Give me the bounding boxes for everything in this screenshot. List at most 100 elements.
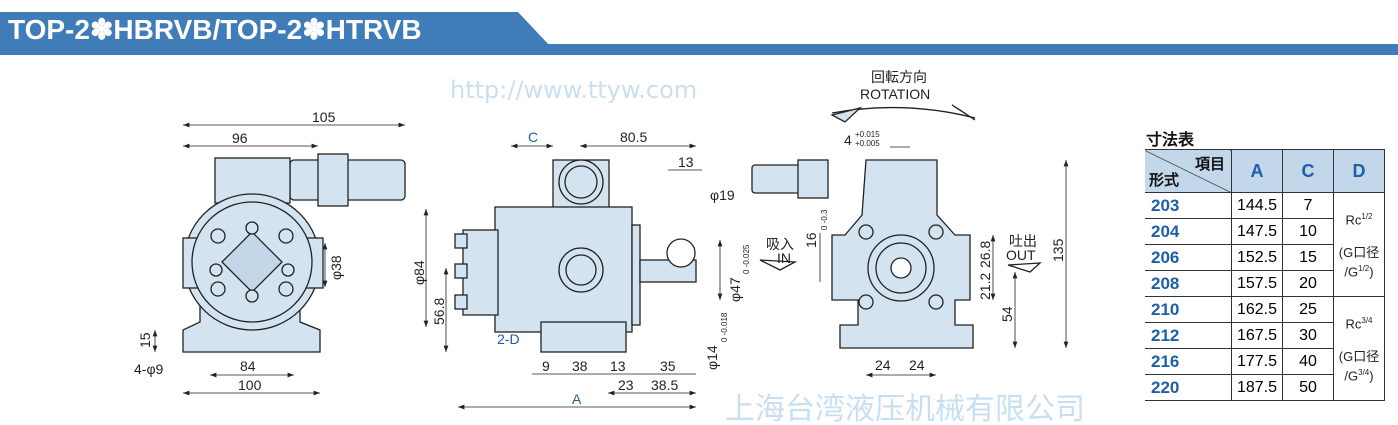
model-cell: 212 [1145, 322, 1232, 349]
d-g: /G [1344, 367, 1359, 383]
c-cell: 50 [1282, 374, 1334, 401]
d-g-note: (G口径 [1338, 244, 1380, 260]
title-banner [0, 12, 550, 46]
dim-26-8: 26.8 [977, 241, 993, 268]
table-row: 210 162.5 25 Rc3/4 (G口径 /G3/4) [1145, 296, 1385, 401]
dim-dia14: φ14 [704, 345, 720, 370]
dim-13-key: 13 [678, 154, 694, 170]
page-title: TOP-2✽HBRVB/TOP-2✽HTRVB [8, 14, 422, 45]
dimension-table-title: 寸法表 [1146, 132, 1195, 149]
corner-header: 項目 形式 [1145, 149, 1232, 193]
d-g-size: 1/2 [1358, 263, 1370, 273]
dim-key-tol-upper: +0.015 [855, 130, 880, 139]
dim-13: 13 [610, 358, 626, 374]
dim-dia19: φ19 [710, 187, 735, 203]
corner-header-item: 項目 [1194, 156, 1225, 173]
corner-header-model: 形式 [1149, 172, 1180, 189]
model-cell: 208 [1145, 270, 1232, 297]
dim-key-height-tol: 0 -0.3 [820, 209, 829, 230]
watermark-company: 上海台湾液压机械有限公司 [725, 392, 1085, 425]
outlet-label-jp: 吐出 [1009, 233, 1037, 249]
model-cell: 206 [1145, 244, 1232, 271]
a-cell: 147.5 [1231, 218, 1283, 245]
model-cell: 216 [1145, 348, 1232, 375]
c-cell: 40 [1282, 348, 1334, 375]
rotation-label-jp: 回転方向 [871, 69, 927, 85]
c-cell: 7 [1282, 192, 1334, 219]
d-rc: Rc [1345, 212, 1362, 228]
dim-bore-38: φ38 [328, 255, 344, 280]
dim-24-right: 24 [909, 357, 925, 373]
side-view [454, 159, 697, 353]
dim-35: 35 [660, 358, 676, 374]
dim-56-8: 56.8 [431, 298, 447, 325]
d-g-close: ) [1369, 367, 1374, 383]
a-cell: 162.5 [1231, 296, 1283, 323]
dim-84: 84 [240, 358, 256, 374]
d-cell-group-1: Rc1/2 (G口径 /G1/2) [1333, 192, 1385, 297]
a-cell: 187.5 [1231, 374, 1283, 401]
d-cell-group-2: Rc3/4 (G口径 /G3/4) [1333, 296, 1385, 401]
table-row: 203 144.5 7 Rc1/2 (G口径 /G1/2) [1145, 192, 1385, 297]
dim-a: A [572, 391, 582, 407]
dim-c: C [528, 129, 538, 145]
d-g-size: 3/4 [1358, 367, 1370, 377]
dim-15: 15 [137, 332, 153, 348]
dim-21-2: 21.2 [977, 273, 993, 300]
c-cell: 15 [1282, 244, 1334, 271]
dim-dia47-tol: 0 -0.025 [742, 244, 751, 274]
d-rc-size: 3/4 [1361, 316, 1373, 326]
dim-38: 38 [572, 358, 588, 374]
table-header-row: 項目 形式 A C D [1145, 149, 1385, 193]
dim-key-width: 4 [844, 132, 852, 148]
port-label-2d: 2-D [497, 331, 520, 347]
inlet-label-en: IN [777, 250, 791, 266]
d-rc-size: 1/2 [1361, 212, 1373, 222]
dim-24-left: 24 [875, 357, 891, 373]
dim-key-height: 16 [803, 232, 819, 248]
dim-96: 96 [232, 130, 248, 146]
dim-dia84: φ84 [411, 260, 427, 285]
dim-9: 9 [542, 358, 550, 374]
technical-drawing: 105 96 φ38 15 84 100 4-φ9 C 80.5 13 φ19 … [134, 69, 1085, 425]
c-cell: 10 [1282, 218, 1334, 245]
dim-dia47: φ47 [727, 277, 743, 302]
column-header-c: C [1282, 149, 1334, 193]
a-cell: 144.5 [1231, 192, 1283, 219]
column-header-d: D [1333, 149, 1385, 193]
front-view [182, 153, 406, 353]
a-cell: 152.5 [1231, 244, 1283, 271]
model-cell: 220 [1145, 374, 1232, 401]
watermark-url: http://www.ttyw.com [450, 76, 697, 104]
dimension-lines [152, 122, 1069, 410]
dim-dia14-tol: 0 -0.018 [720, 312, 729, 342]
dim-holes: 4-φ9 [134, 361, 164, 377]
c-cell: 20 [1282, 270, 1334, 297]
c-cell: 30 [1282, 322, 1334, 349]
dimension-table: 項目 形式 A C D 203 144.5 7 Rc1/2 (G口径 /G1/2… [1145, 149, 1385, 401]
rotation-label-en: ROTATION [860, 86, 930, 102]
model-cell: 204 [1145, 218, 1232, 245]
outlet-label-en: OUT [1006, 247, 1036, 263]
dim-105: 105 [312, 109, 336, 125]
dim-23: 23 [618, 377, 634, 393]
dim-135: 135 [1050, 238, 1066, 262]
d-rc: Rc [1345, 316, 1362, 332]
inlet-label-jp: 吸入 [766, 236, 794, 252]
a-cell: 177.5 [1231, 348, 1283, 375]
d-g-note: (G口径 [1338, 348, 1380, 364]
dim-key-tol-lower: +0.005 [855, 139, 880, 148]
rear-view [751, 104, 1042, 349]
dim-38-5: 38.5 [651, 377, 678, 393]
a-cell: 157.5 [1231, 270, 1283, 297]
title-banner-strip [0, 44, 1398, 55]
dim-80-5: 80.5 [620, 129, 647, 145]
model-cell: 210 [1145, 296, 1232, 323]
column-header-a: A [1231, 149, 1283, 193]
c-cell: 25 [1282, 296, 1334, 323]
d-g-close: ) [1369, 263, 1374, 279]
